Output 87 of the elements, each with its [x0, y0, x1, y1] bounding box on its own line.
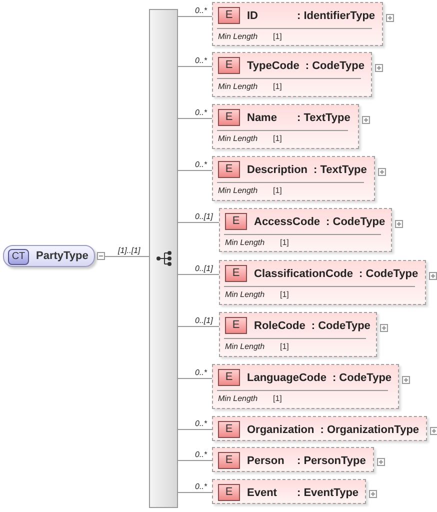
multiplicity-label: 0..* [195, 450, 208, 459]
element-type: : CodeType [326, 216, 386, 228]
facet-name: Min Length [225, 238, 265, 247]
facet-value: [1] [280, 290, 289, 299]
element-type: : CodeType [305, 60, 364, 72]
element-type: : CodeType [359, 268, 418, 280]
multiplicity-label: 0..* [195, 56, 208, 65]
connector-line [178, 378, 212, 379]
connector-line [178, 66, 212, 67]
multiplicity-label: 0..* [195, 419, 208, 428]
element-name: ClassificationCode [254, 268, 354, 280]
multiplicity-label: 0..* [195, 368, 208, 377]
element-name: Organization [247, 424, 314, 436]
element-box [212, 364, 399, 409]
element-badge: E [225, 317, 247, 334]
element-box [219, 208, 392, 252]
facet-name: Min Length [225, 342, 265, 351]
facet-name: Min Length [225, 290, 265, 299]
element-box [212, 104, 359, 149]
element-badge: E [218, 7, 240, 24]
connector-line [178, 170, 212, 171]
element-badge: E [218, 109, 240, 126]
element-badge: E [218, 452, 240, 469]
element-type: : TextType [314, 164, 367, 176]
connector-line [178, 460, 212, 461]
element-badge: E [218, 421, 240, 438]
facet-value: [1] [273, 394, 282, 403]
element-box [212, 416, 427, 441]
multiplicity-label: 0..[1] [195, 264, 213, 273]
facet-value: [1] [273, 186, 282, 195]
multiplicity-label: 0..[1] [195, 212, 213, 221]
element-name: AccessCode [254, 216, 320, 228]
element-box [219, 260, 426, 305]
element-name: LanguageCode [247, 372, 326, 384]
facet-name: Min Length [218, 394, 258, 403]
element-badge: E [225, 265, 247, 282]
facet-value: [1] [280, 342, 289, 351]
facet-value: [1] [280, 238, 289, 247]
element-box [212, 52, 372, 97]
element-name: Name [247, 112, 278, 124]
element-badge: E [218, 484, 240, 501]
facet-name: Min Length [218, 186, 258, 195]
element-box [212, 447, 374, 472]
connector-line [178, 326, 220, 327]
element-name: Description [247, 164, 308, 176]
element-type: : CodeType [311, 320, 370, 332]
element-name: TypeCode [247, 60, 300, 72]
element-badge: E [218, 161, 240, 178]
connector-line [178, 492, 212, 493]
facet-name: Min Length [218, 82, 258, 91]
connector-line [178, 274, 220, 275]
facet-name: Min Length [218, 134, 258, 143]
multiplicity-label: 0..* [195, 482, 208, 491]
multiplicity-label: [1]..[1] [118, 246, 140, 255]
facet-name: Min Length [218, 32, 258, 41]
element-type: : EventType [297, 486, 359, 498]
element-name: ID [247, 10, 259, 22]
sequence-bar [149, 9, 178, 508]
element-box [219, 312, 377, 357]
element-box [212, 2, 383, 46]
element-box [212, 156, 375, 201]
element-type: : IdentifierType [297, 10, 376, 22]
connector-line [178, 16, 212, 17]
element-type: : CodeType [332, 372, 392, 384]
element-type: : OrganizationType [320, 424, 420, 436]
connector-line [104, 256, 150, 257]
multiplicity-label: 0..* [195, 6, 208, 15]
element-badge: E [218, 57, 240, 74]
element-badge: E [225, 213, 247, 230]
type-badge: CT [8, 249, 29, 265]
element-type: : PersonType [297, 454, 366, 466]
element-type: : TextType [297, 112, 350, 124]
connector-line [178, 222, 220, 223]
facet-value: [1] [273, 32, 282, 41]
multiplicity-label: 0..* [195, 160, 208, 169]
element-badge: E [218, 369, 240, 386]
facet-value: [1] [273, 82, 282, 91]
multiplicity-label: 0..[1] [195, 316, 213, 325]
element-name: Event [247, 486, 278, 498]
connector-line [178, 429, 212, 430]
multiplicity-label: 0..* [195, 108, 208, 117]
element-name: Person [247, 454, 286, 466]
type-name: PartyType [36, 250, 88, 262]
element-name: RoleCode [254, 320, 306, 332]
element-box [212, 479, 366, 504]
connector-line [178, 118, 212, 119]
facet-value: [1] [273, 134, 282, 143]
